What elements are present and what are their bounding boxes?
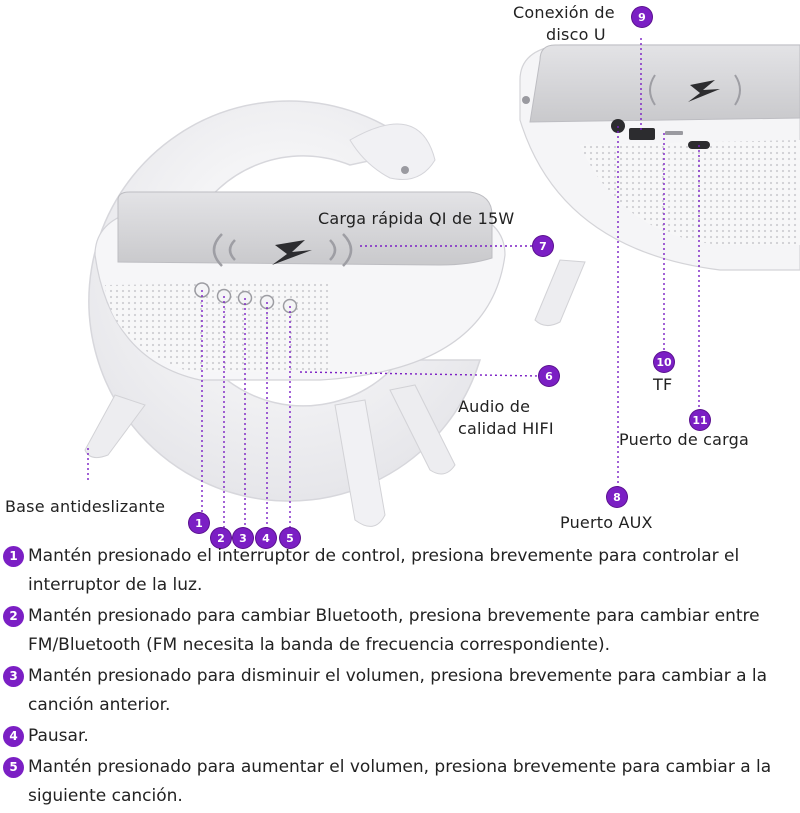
leader-lines bbox=[87, 35, 700, 530]
description-badge-2: 2 bbox=[3, 606, 24, 627]
description-text-5: Mantén presionado para aumentar el volum… bbox=[28, 757, 772, 806]
usb-label: Conexión de disco U bbox=[513, 3, 615, 44]
description-text-1: Mantén presionado el interruptor de cont… bbox=[28, 546, 740, 595]
control-buttons bbox=[194, 282, 298, 314]
badge-8: 8 bbox=[607, 487, 627, 507]
badge-4: 4 bbox=[256, 528, 276, 548]
badge-1: 1 bbox=[189, 513, 209, 533]
qi-charge-label: Carga rápida QI de 15W bbox=[318, 209, 515, 228]
badge-10: 10 bbox=[654, 352, 674, 372]
description-badge-5: 5 bbox=[3, 757, 24, 778]
aux-port-label: Puerto AUX bbox=[560, 513, 653, 532]
description-item-1: 1 Mantén presionado el interruptor de co… bbox=[0, 542, 800, 600]
button-descriptions: 1 Mantén presionado el interruptor de co… bbox=[0, 542, 800, 813]
badge-5: 5 bbox=[280, 528, 300, 548]
description-badge-4: 4 bbox=[3, 726, 24, 747]
description-item-3: 3 Mantén presionado para disminuir el vo… bbox=[0, 662, 800, 720]
description-badge-1: 1 bbox=[3, 546, 24, 567]
badge-6: 6 bbox=[539, 366, 559, 386]
tf-label: TF bbox=[653, 375, 673, 394]
badge-3: 3 bbox=[233, 528, 253, 548]
charge-port-label: Puerto de carga bbox=[619, 430, 750, 449]
audio-label: Audio de calidad HIFI bbox=[458, 397, 554, 438]
description-item-5: 5 Mantén presionado para aumentar el vol… bbox=[0, 753, 800, 811]
badge-11: 11 bbox=[690, 410, 710, 430]
badge-2: 2 bbox=[211, 528, 231, 548]
description-text-4: Pausar. bbox=[28, 726, 89, 746]
description-item-2: 2 Mantén presionado para cambiar Bluetoo… bbox=[0, 602, 800, 660]
device-drawing bbox=[84, 35, 800, 530]
main-device bbox=[84, 100, 506, 527]
product-illustration: Conexión de disco U 9 Carga rápida QI de… bbox=[5, 3, 800, 548]
description-badge-3: 3 bbox=[3, 666, 24, 687]
anti-slip-base-label: Base antideslizante bbox=[5, 497, 166, 516]
badge-7: 7 bbox=[533, 236, 553, 256]
badge-9: 9 bbox=[632, 7, 652, 27]
description-text-3: Mantén presionado para disminuir el volu… bbox=[28, 666, 768, 715]
description-item-4: 4 Pausar. bbox=[0, 722, 800, 751]
device-back-view bbox=[519, 44, 800, 326]
description-text-2: Mantén presionado para cambiar Bluetooth… bbox=[28, 606, 760, 655]
